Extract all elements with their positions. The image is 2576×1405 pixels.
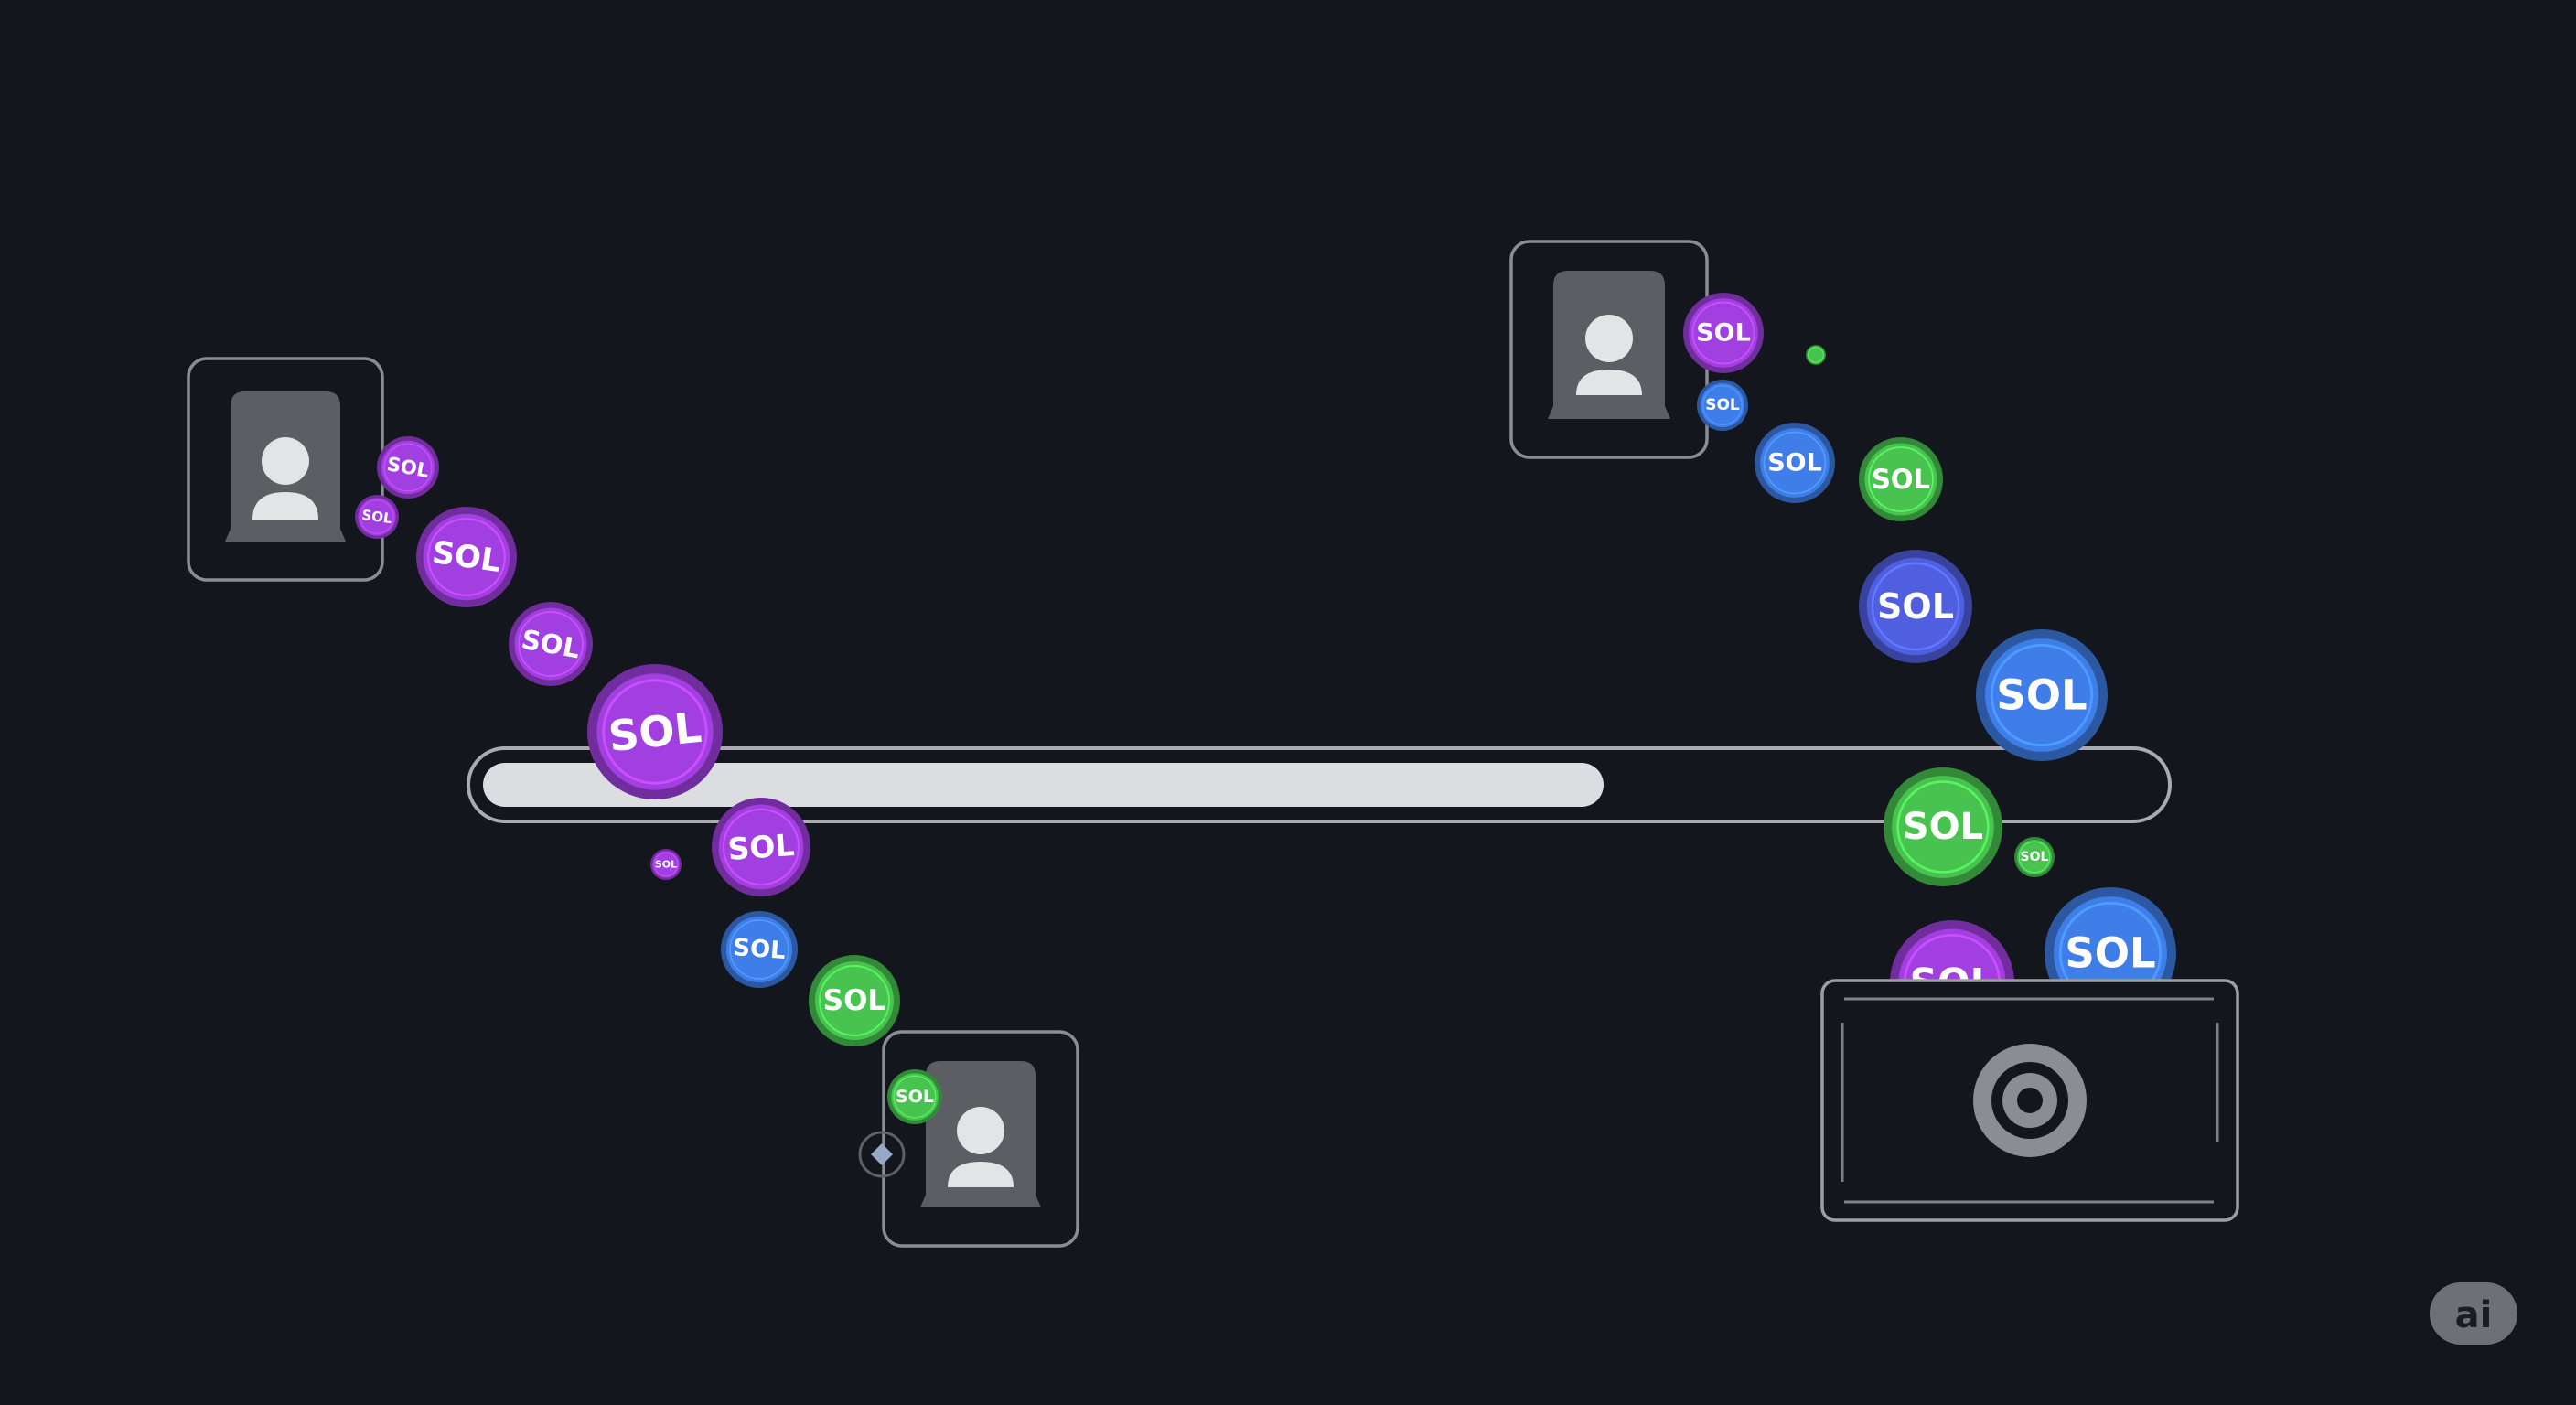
sol-coin: SOL	[809, 955, 900, 1046]
ai-badge[interactable]: ai	[2430, 1282, 2517, 1345]
sol-coin: SOL	[2045, 887, 2176, 981]
sol-coin: SOL	[1884, 767, 2002, 886]
sol-coin: SOL	[1976, 629, 2108, 761]
sol-coin: SOL	[887, 1069, 942, 1124]
sparkle-icon	[858, 1131, 906, 1178]
sol-coin-label: SOL	[1996, 671, 2087, 720]
progress-fill	[483, 763, 1604, 807]
wallet-icon[interactable]	[1820, 979, 2239, 1222]
sol-coin: SOL	[712, 798, 810, 896]
sol-coin-label: SOL	[1903, 806, 1983, 848]
sol-coin: SOL	[1859, 550, 1972, 663]
sol-coin: SOL	[587, 664, 723, 799]
sol-coin: SOL	[1859, 437, 1943, 521]
sol-coin-label: SOL	[1767, 449, 1822, 477]
ai-badge-label: ai	[2455, 1294, 2493, 1336]
sol-coin-label: SOL	[1877, 586, 1954, 627]
sol-coin-label: SOL	[360, 507, 393, 527]
sol-coin: SOL	[1755, 423, 1835, 503]
sol-coin-label: SOL	[2065, 929, 2155, 978]
sol-coin-label: SOL	[1696, 319, 1751, 348]
sol-coin: SOL	[1890, 920, 2014, 1005]
sol-coin: SOL	[355, 495, 399, 539]
sol-coin-label: SOL	[896, 1087, 934, 1107]
sol-coin-label: SOL	[1872, 464, 1930, 495]
sol-coin-label: SOL	[823, 984, 886, 1017]
sol-coin-label: SOL	[1705, 396, 1740, 414]
transfer-progress-bar	[467, 746, 2172, 823]
sol-coin-label: SOL	[606, 702, 704, 761]
sol-coin-label: SOL	[2021, 850, 2049, 864]
sol-coin-label: SOL	[726, 827, 795, 867]
sol-coin-label: SOL	[655, 859, 677, 871]
sol-coin: SOL	[1697, 380, 1748, 431]
sol-coin: SOL	[721, 911, 798, 988]
sol-coin: SOL	[416, 507, 517, 607]
target-icon	[1973, 1044, 2087, 1157]
user-avatar-icon[interactable]	[187, 357, 384, 582]
sol-coin	[1806, 345, 1826, 365]
sol-coin: SOL	[1683, 293, 1764, 373]
user-avatar-icon[interactable]	[1509, 240, 1709, 459]
user-avatar-icon[interactable]	[882, 1030, 1079, 1248]
sol-coin-label: SOL	[732, 934, 786, 965]
sol-coin: SOL	[2014, 837, 2055, 877]
sol-coin: SOL	[377, 436, 439, 499]
sol-coin-label: SOL	[1910, 960, 1995, 1005]
sol-coin: SOL	[509, 602, 593, 686]
sol-coin: SOL	[650, 849, 682, 880]
